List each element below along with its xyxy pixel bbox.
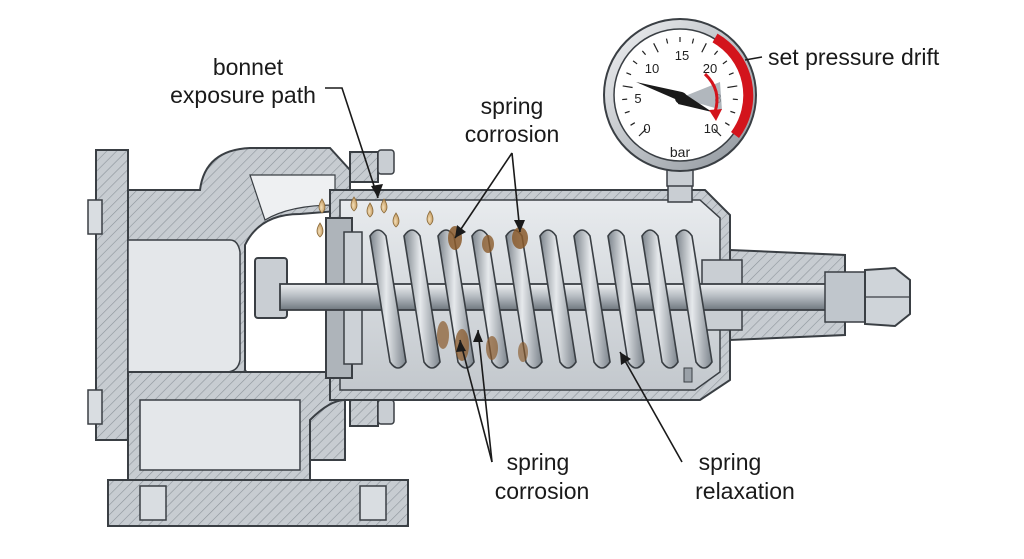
gauge-tick-15: 15 xyxy=(675,48,689,63)
spring-coil xyxy=(403,229,441,369)
gauge-tick-10: 10 xyxy=(645,61,659,76)
gauge-tick xyxy=(622,85,633,89)
gauge-unit: bar xyxy=(670,144,691,160)
gauge-tick xyxy=(713,50,719,56)
gauge-tick xyxy=(630,122,636,126)
pressure-gauge: 0 5 10 15 20 8 10 bar xyxy=(603,18,757,187)
spring-coil xyxy=(607,229,645,369)
droplet xyxy=(380,198,388,214)
leader-arrowheads xyxy=(371,184,631,365)
gauge-tick xyxy=(632,60,638,65)
spring-coil xyxy=(675,229,713,369)
gauge-tick-20: 20 xyxy=(703,61,717,76)
bonnet-bolts xyxy=(349,149,395,427)
droplet xyxy=(350,196,358,212)
label-spring-corrosion-top-2: corrosion xyxy=(465,121,560,147)
spring-coil xyxy=(539,229,577,369)
label-bonnet: bonnet xyxy=(213,54,284,80)
label-spring-corrosion-bottom-2: corrosion xyxy=(495,478,590,504)
droplet xyxy=(366,202,374,218)
gauge-tick xyxy=(713,128,722,137)
gauge-tick-marks xyxy=(622,37,738,137)
valve-body xyxy=(87,147,409,527)
gauge-tick xyxy=(728,72,734,76)
spring-coil xyxy=(641,229,679,369)
label-spring-corrosion-bottom-1: spring xyxy=(507,449,570,475)
spring-coil xyxy=(369,229,407,369)
gauge-tick xyxy=(653,43,659,53)
droplet xyxy=(426,210,434,226)
label-spring-relaxation-2: relaxation xyxy=(695,478,795,504)
gauge-tick xyxy=(724,122,730,126)
gauge-tick xyxy=(701,43,707,53)
gauge-tick-10-red: 10 xyxy=(704,121,718,136)
gauge-tick xyxy=(665,38,669,44)
droplet xyxy=(318,198,326,214)
gauge-tick xyxy=(624,110,630,114)
adjustment-nut xyxy=(864,266,911,328)
callout-leaders xyxy=(325,56,763,463)
gauge-tick xyxy=(730,110,736,114)
moisture-droplets xyxy=(316,196,434,238)
spring-coil xyxy=(471,229,509,369)
gauge-tick-0: 0 xyxy=(643,121,650,136)
label-spring-corrosion-top-1: spring xyxy=(481,93,544,119)
spring-coil xyxy=(573,229,611,369)
spring-coil xyxy=(505,229,543,369)
label-spring-relaxation-1: spring xyxy=(699,449,762,475)
gauge-tick xyxy=(722,60,728,65)
droplet xyxy=(392,212,400,228)
droplet xyxy=(316,222,324,238)
gauge-tick xyxy=(626,72,632,76)
gauge-tick xyxy=(727,85,738,89)
label-exposure-path: exposure path xyxy=(170,82,316,108)
label-set-pressure-drift: set pressure drift xyxy=(768,44,940,70)
gauge-tick-5: 5 xyxy=(634,91,641,106)
gauge-tick xyxy=(641,50,647,56)
gauge-tick xyxy=(638,128,647,137)
gauge-tick xyxy=(691,38,695,44)
